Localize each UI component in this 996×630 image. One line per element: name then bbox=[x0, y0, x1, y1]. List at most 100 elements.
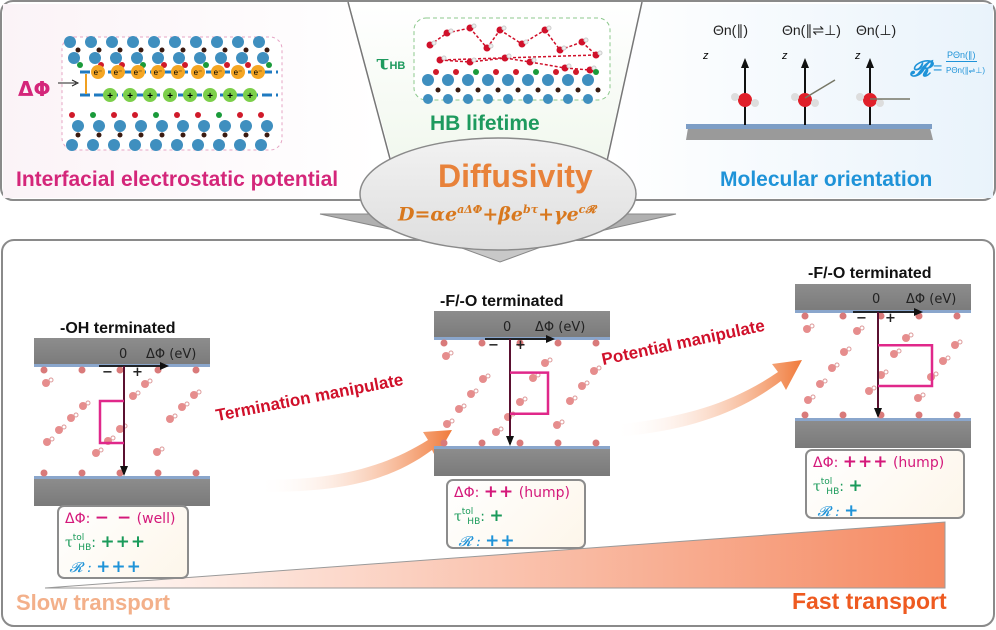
water-molecule bbox=[939, 357, 947, 365]
bottom-electrode bbox=[34, 478, 210, 506]
atom bbox=[194, 52, 206, 64]
water-hydrogen bbox=[448, 350, 454, 356]
electron bbox=[251, 65, 265, 79]
atom bbox=[169, 36, 181, 48]
water-oxygen bbox=[738, 93, 752, 107]
diffusivity-title: Diffusivity bbox=[438, 158, 593, 194]
hydrogen-atom bbox=[471, 23, 477, 29]
top-electrode bbox=[34, 338, 210, 366]
atom bbox=[182, 62, 188, 68]
atom bbox=[138, 132, 144, 138]
cation-label: + bbox=[247, 91, 253, 102]
atom bbox=[562, 74, 574, 86]
cation bbox=[203, 88, 217, 102]
surface-atom bbox=[839, 312, 847, 320]
atom bbox=[159, 132, 165, 138]
atom bbox=[72, 120, 84, 132]
atom bbox=[515, 87, 521, 93]
atom bbox=[582, 74, 594, 86]
surface-atom bbox=[192, 469, 200, 477]
atom bbox=[575, 87, 581, 93]
atom bbox=[555, 87, 561, 93]
atom bbox=[161, 62, 167, 68]
cation-label: + bbox=[167, 91, 173, 102]
surface-atom bbox=[192, 366, 200, 374]
depth-axis-head bbox=[506, 436, 514, 446]
hydrogen-atom bbox=[448, 28, 454, 34]
surface-atom bbox=[877, 312, 885, 320]
bottom-electrode bbox=[795, 420, 971, 448]
hydrogen-bond bbox=[486, 29, 501, 49]
water-molecule bbox=[455, 405, 463, 413]
water-hydrogen bbox=[135, 390, 141, 396]
atom bbox=[215, 52, 227, 64]
atom bbox=[111, 112, 117, 118]
atom bbox=[266, 62, 272, 68]
water-molecule bbox=[590, 367, 598, 375]
surface-atom bbox=[440, 439, 448, 447]
atom bbox=[243, 132, 249, 138]
atom bbox=[422, 74, 434, 86]
atom bbox=[443, 94, 453, 104]
caption-hb-lifetime: HB lifetime bbox=[430, 112, 540, 135]
axis-zero: 0 bbox=[503, 320, 512, 335]
hydrogen-bond bbox=[559, 41, 583, 51]
water-hydrogen bbox=[731, 93, 739, 101]
atom bbox=[234, 139, 246, 151]
hydrogen-bond bbox=[521, 29, 546, 45]
atom bbox=[463, 94, 473, 104]
cation-label: + bbox=[207, 91, 213, 102]
atom bbox=[573, 69, 579, 75]
atom bbox=[66, 139, 78, 151]
atom bbox=[159, 47, 165, 53]
atom bbox=[211, 36, 223, 48]
atom bbox=[174, 112, 180, 118]
fast-transport-label: Fast transport bbox=[792, 588, 947, 614]
atom bbox=[533, 69, 539, 75]
surface-atom bbox=[801, 411, 809, 419]
cation bbox=[163, 88, 177, 102]
cation-label: + bbox=[107, 91, 113, 102]
atom bbox=[171, 139, 183, 151]
surface-atom bbox=[554, 439, 562, 447]
atom bbox=[203, 62, 209, 68]
water-hydrogen bbox=[896, 348, 902, 354]
water-molecule bbox=[153, 448, 161, 456]
electron bbox=[211, 65, 225, 79]
diffusivity-equation: D=αeaΔΦ+βebτ+γec𝓡 bbox=[398, 203, 596, 226]
electron-label: e⁻ bbox=[94, 68, 103, 77]
surface-atom bbox=[801, 312, 809, 320]
water-hydrogen bbox=[791, 93, 799, 101]
bottom-electrode bbox=[434, 448, 610, 476]
atom bbox=[455, 87, 461, 93]
slow-transport-label: Slow transport bbox=[16, 590, 171, 615]
surface-atom bbox=[953, 411, 961, 419]
atom bbox=[482, 74, 494, 86]
atom bbox=[190, 36, 202, 48]
water-hydrogen bbox=[85, 400, 91, 406]
atom bbox=[462, 74, 474, 86]
water-hydrogen bbox=[73, 412, 79, 418]
electron-label: e⁻ bbox=[134, 68, 143, 77]
atom bbox=[117, 47, 123, 53]
atom bbox=[195, 112, 201, 118]
termination-arrow bbox=[258, 430, 452, 492]
water-molecule bbox=[890, 350, 898, 358]
bottom-electrode-edge bbox=[34, 476, 210, 479]
water-hydrogen bbox=[49, 436, 55, 442]
hydrogen-atom bbox=[523, 39, 529, 45]
cation-label: + bbox=[147, 91, 153, 102]
water-molecule bbox=[578, 382, 586, 390]
atom bbox=[85, 36, 97, 48]
water-molecule bbox=[479, 375, 487, 383]
potential-hump-profile bbox=[510, 371, 550, 415]
atom bbox=[131, 52, 143, 64]
orientation-label-parallel: Θn(∥) bbox=[713, 22, 748, 38]
summary-box-oh: ΔΦ: − − (well) τtolHB: +++ 𝓡 : +++ bbox=[57, 505, 189, 579]
water-hydrogen bbox=[196, 389, 202, 395]
axis-label: ΔΦ (eV) bbox=[146, 347, 197, 362]
surface-atom bbox=[116, 469, 124, 477]
atom bbox=[257, 52, 269, 64]
atom bbox=[75, 132, 81, 138]
